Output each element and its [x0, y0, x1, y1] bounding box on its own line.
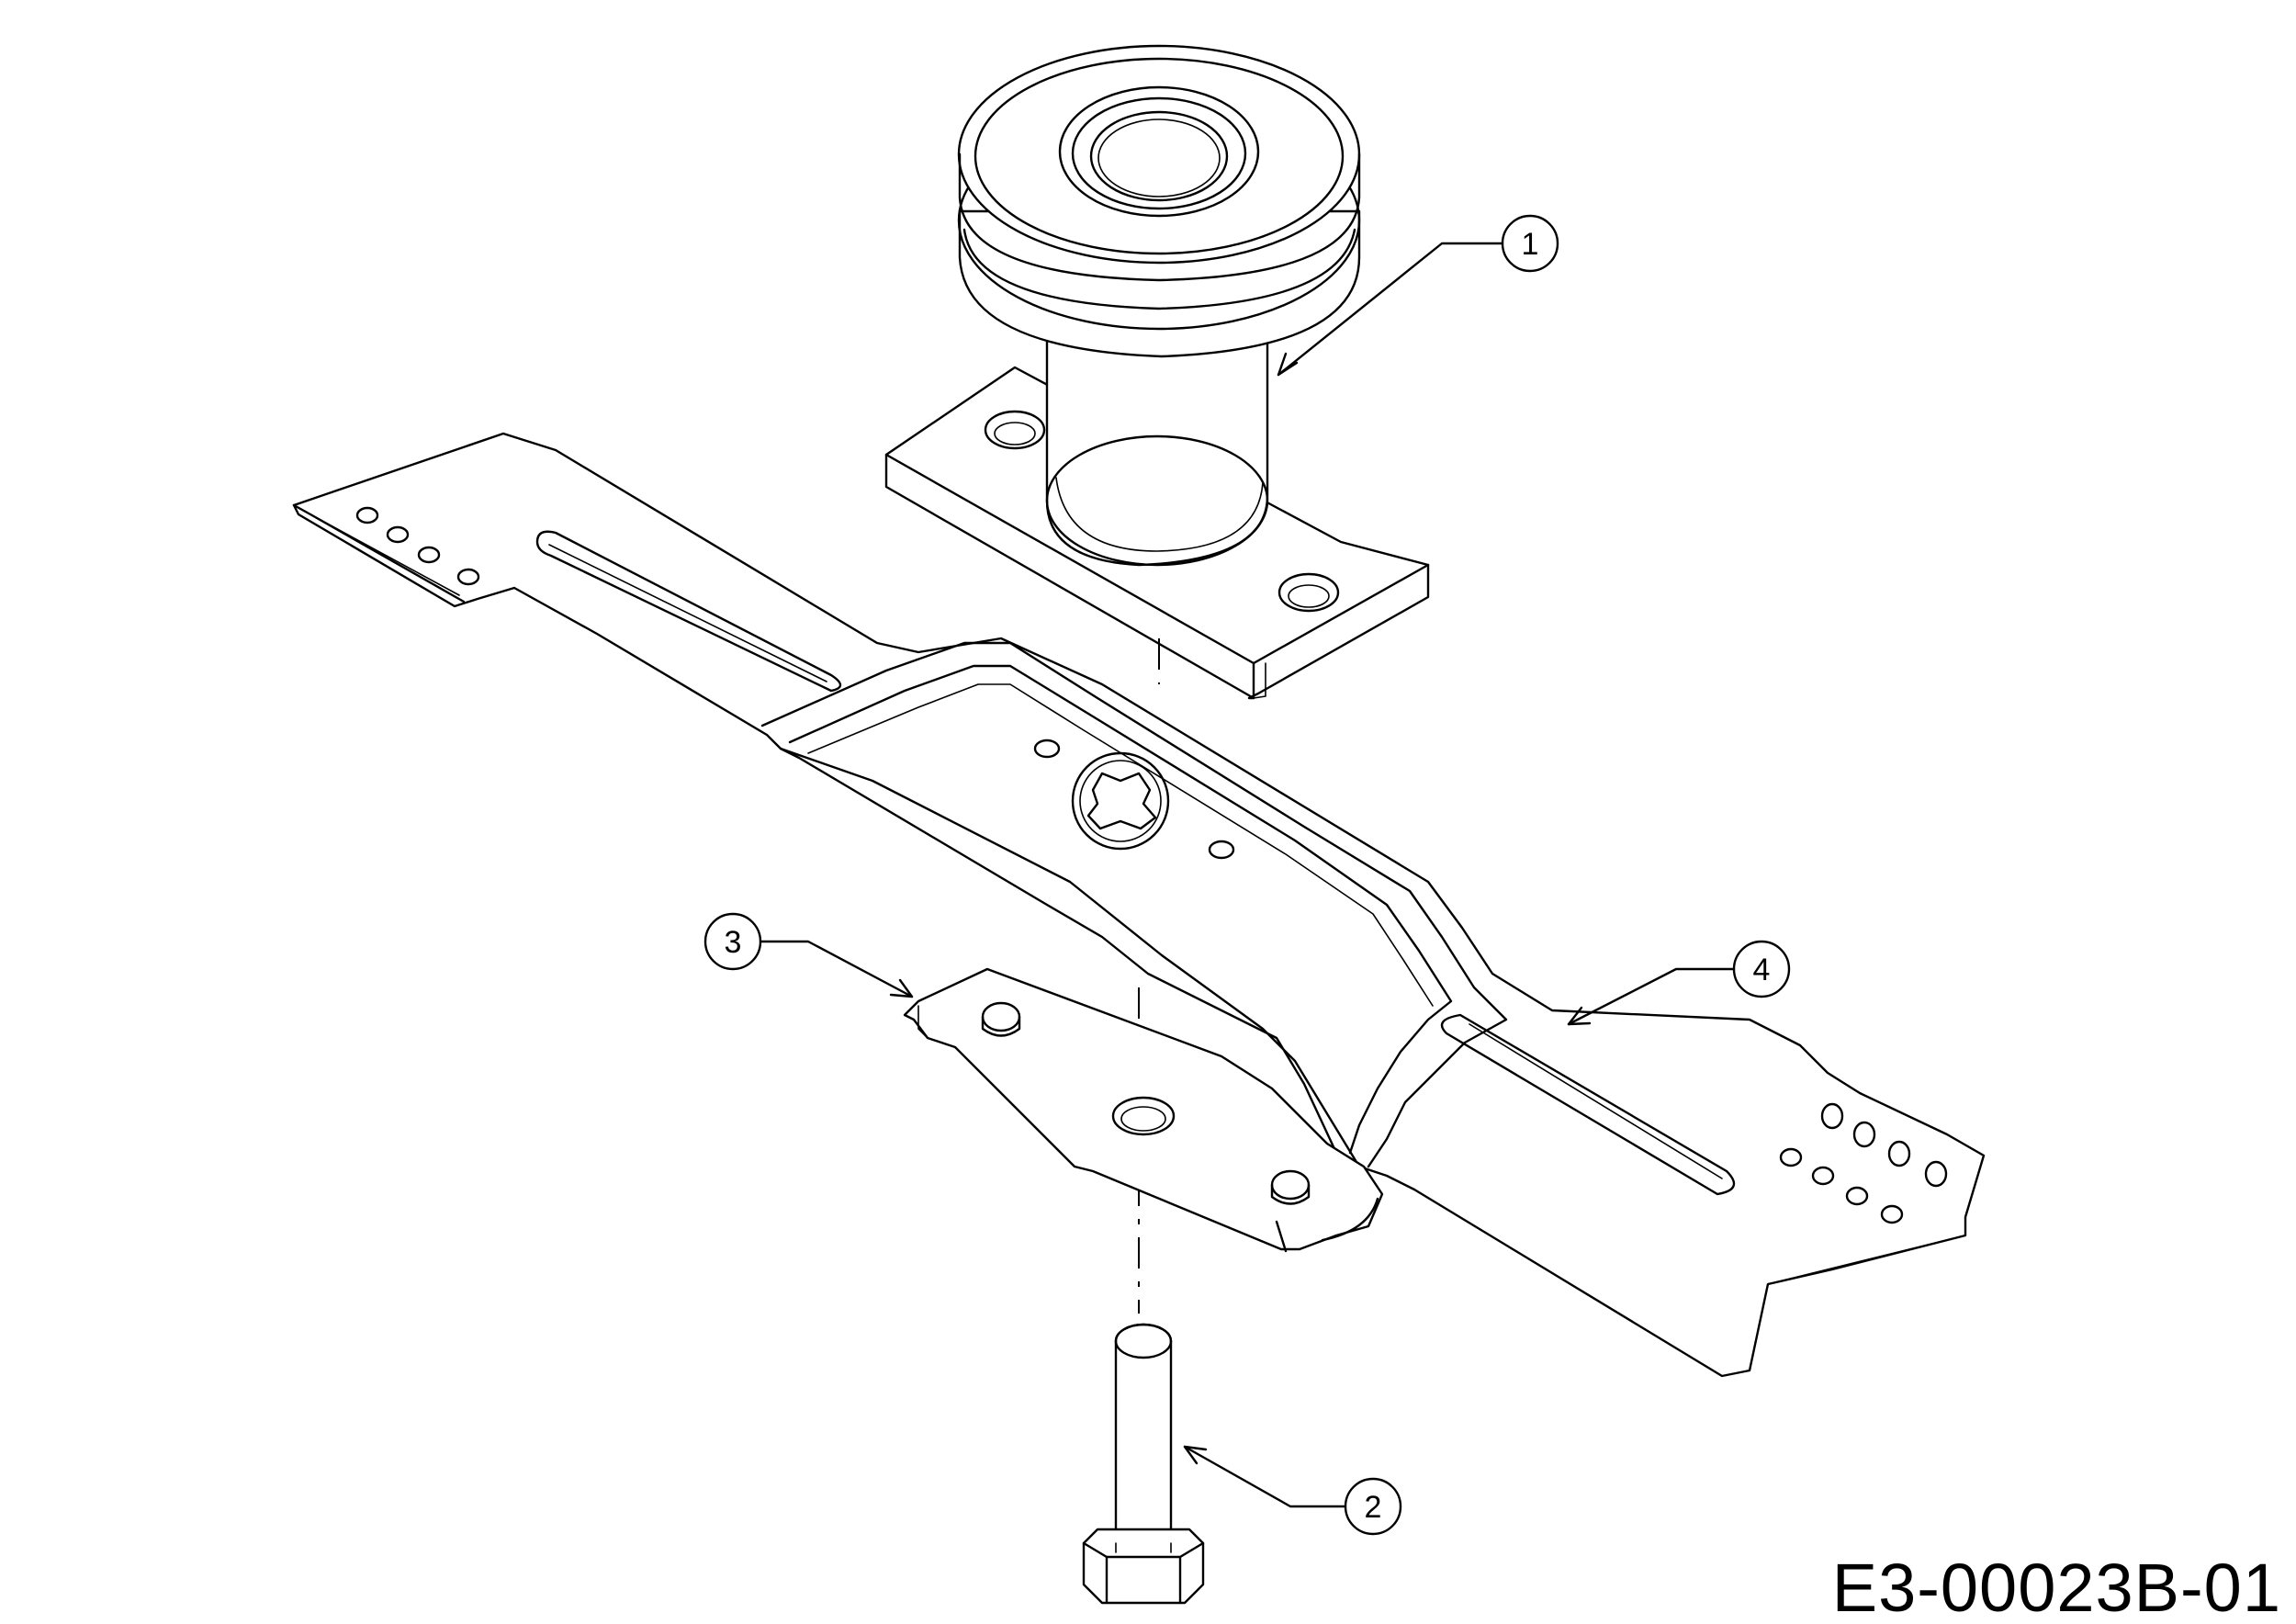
- leader-line-4: [1567, 967, 1736, 1026]
- blade-adapter: [903, 967, 1384, 1253]
- leader-arrow-3: [889, 978, 914, 998]
- leader-line-2: [1183, 1445, 1347, 1508]
- blade-bolt: [1082, 1323, 1205, 1605]
- mower-blade: [292, 432, 1986, 1378]
- drawing-number: E3-00023B-01: [1831, 1550, 2281, 1624]
- callout-label-4: 4: [1753, 953, 1771, 987]
- callout-label-3: 3: [725, 925, 742, 960]
- leader-line-3: [759, 940, 914, 998]
- callout-4: 4: [1567, 940, 1791, 1026]
- callout-3: 3: [703, 912, 914, 998]
- callout-label-1: 1: [1522, 227, 1539, 262]
- leader-arrow-4: [1567, 1006, 1592, 1026]
- callout-2: 2: [1183, 1445, 1402, 1536]
- callout-1: 1: [1277, 214, 1559, 377]
- leader-arrow-2: [1183, 1445, 1208, 1465]
- spindle-pulley-assembly: [884, 44, 1430, 700]
- callout-label-2: 2: [1365, 1490, 1382, 1525]
- leader-line-1: [1277, 242, 1504, 377]
- leader-arrow-1: [1277, 352, 1299, 377]
